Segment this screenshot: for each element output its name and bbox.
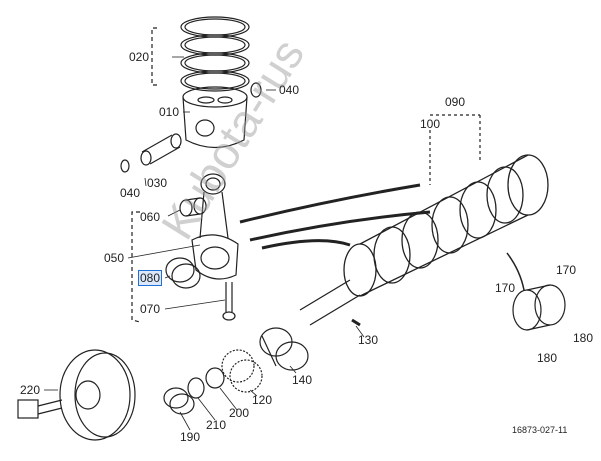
part-label-120[interactable]: 120 — [252, 393, 273, 407]
bushing-060 — [179, 197, 207, 217]
part-label-220[interactable]: 220 — [20, 383, 41, 397]
crank-bracket — [429, 114, 481, 185]
part-label-090[interactable]: 090 — [445, 95, 466, 109]
key-130 — [351, 318, 361, 327]
circlip-040b — [120, 159, 130, 173]
ring-bracket — [151, 27, 157, 86]
gear-120 — [221, 349, 263, 393]
rod-bolt-070 — [222, 282, 236, 321]
part-label-050[interactable]: 050 — [104, 251, 125, 265]
part-label-140[interactable]: 140 — [292, 373, 313, 387]
piston-pin — [140, 133, 182, 166]
rod-bracket — [131, 211, 141, 323]
washer-210 — [187, 377, 205, 399]
part-label-130[interactable]: 130 — [358, 333, 379, 347]
part-label-010[interactable]: 010 — [159, 105, 180, 119]
bushing-190 — [163, 387, 195, 415]
part-label-030[interactable]: 030 — [147, 176, 168, 190]
part-label-040[interactable]: 040 — [279, 83, 300, 97]
gear-140 — [259, 327, 309, 371]
part-label-170-left[interactable]: 170 — [495, 281, 516, 295]
thrust-bearing-170-180 — [512, 284, 566, 331]
connecting-rod — [191, 173, 239, 280]
circlip-040 — [250, 82, 262, 98]
part-label-190[interactable]: 190 — [180, 430, 201, 444]
part-label-170[interactable]: 170 — [556, 263, 577, 277]
part-label-070[interactable]: 070 — [140, 302, 161, 316]
part-label-180-lower[interactable]: 180 — [537, 351, 558, 365]
part-label-080-selected[interactable]: 080 — [137, 270, 163, 286]
part-label-200[interactable]: 200 — [229, 406, 250, 420]
assembly-arrows — [239, 183, 431, 250]
pulley-220 — [59, 349, 136, 441]
piston — [182, 86, 248, 149]
part-label-100[interactable]: 100 — [420, 117, 441, 131]
leader-lines — [44, 56, 365, 431]
collar-200 — [205, 367, 225, 389]
drawing-code: 16873-027-11 — [512, 425, 568, 435]
part-label-210[interactable]: 210 — [206, 418, 227, 432]
bolt-220 — [17, 399, 63, 419]
crankshaft — [299, 154, 549, 326]
part-label-060[interactable]: 060 — [140, 210, 161, 224]
piston-rings — [180, 16, 250, 92]
part-label-180[interactable]: 180 — [573, 331, 594, 345]
part-label-020[interactable]: 020 — [129, 50, 150, 64]
part-label-040-lower[interactable]: 040 — [120, 186, 141, 200]
bearing-080 — [165, 257, 201, 289]
